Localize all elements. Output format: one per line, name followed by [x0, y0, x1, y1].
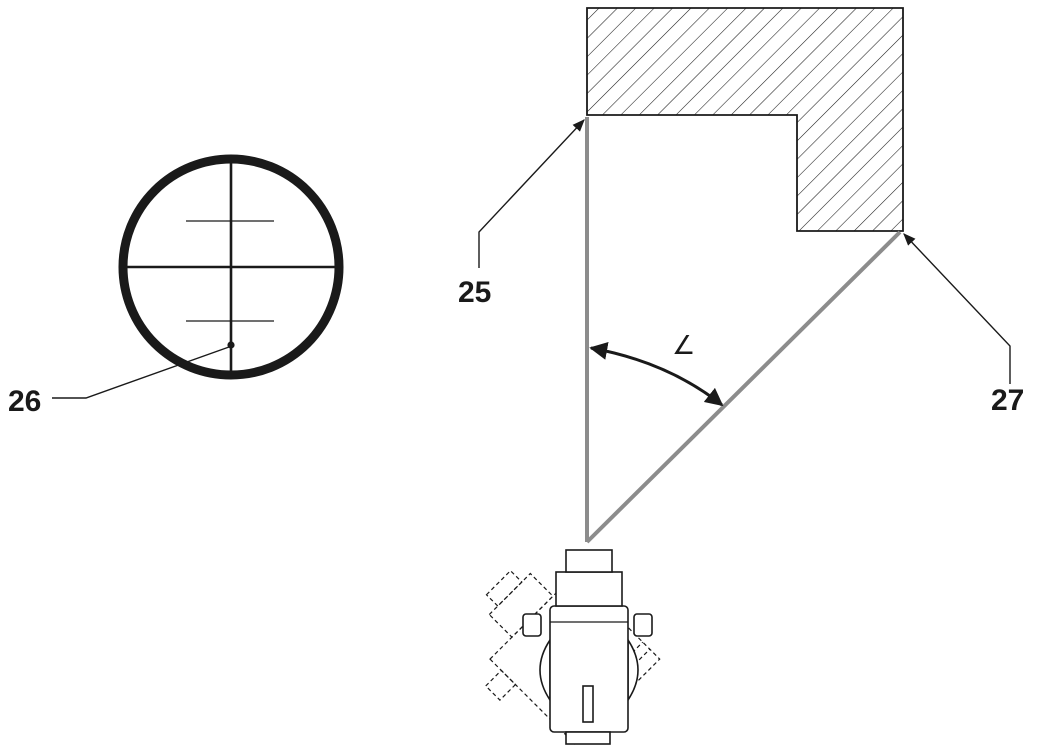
reticle-target-point [227, 341, 235, 349]
instrument-upright [522, 549, 653, 745]
ghost-top-cap [485, 569, 523, 607]
ref-label-27: 27 [991, 384, 1024, 417]
angle-symbol: ∠ [672, 331, 695, 361]
instrument-knob-right [633, 613, 653, 637]
reference-25: 25 [458, 119, 585, 309]
angle-arc [589, 342, 724, 407]
leader-line-25 [478, 119, 585, 268]
sight-lines [585, 117, 902, 544]
ref-label-26: 26 [8, 385, 41, 418]
reference-27: 27 [903, 233, 1024, 417]
angle-indicator: ∠ [589, 331, 724, 407]
instrument-slot [582, 685, 594, 723]
reticle-view: 26 [8, 154, 344, 418]
instrument-collar [555, 571, 623, 607]
instrument-side-bulge-right [627, 637, 639, 703]
structure-outline [586, 7, 904, 232]
hatched-structure [586, 7, 904, 232]
instrument-eyepiece [565, 549, 613, 573]
sight-line-right [585, 230, 902, 544]
leader-line-26 [52, 346, 230, 399]
instrument-side-bulge-left [539, 637, 551, 703]
ref-label-25: 25 [458, 276, 491, 309]
leader-line-27 [903, 233, 1011, 384]
instrument-knob-left [522, 613, 542, 637]
ghost-knob-left [484, 669, 517, 701]
instrument-base [565, 731, 611, 745]
